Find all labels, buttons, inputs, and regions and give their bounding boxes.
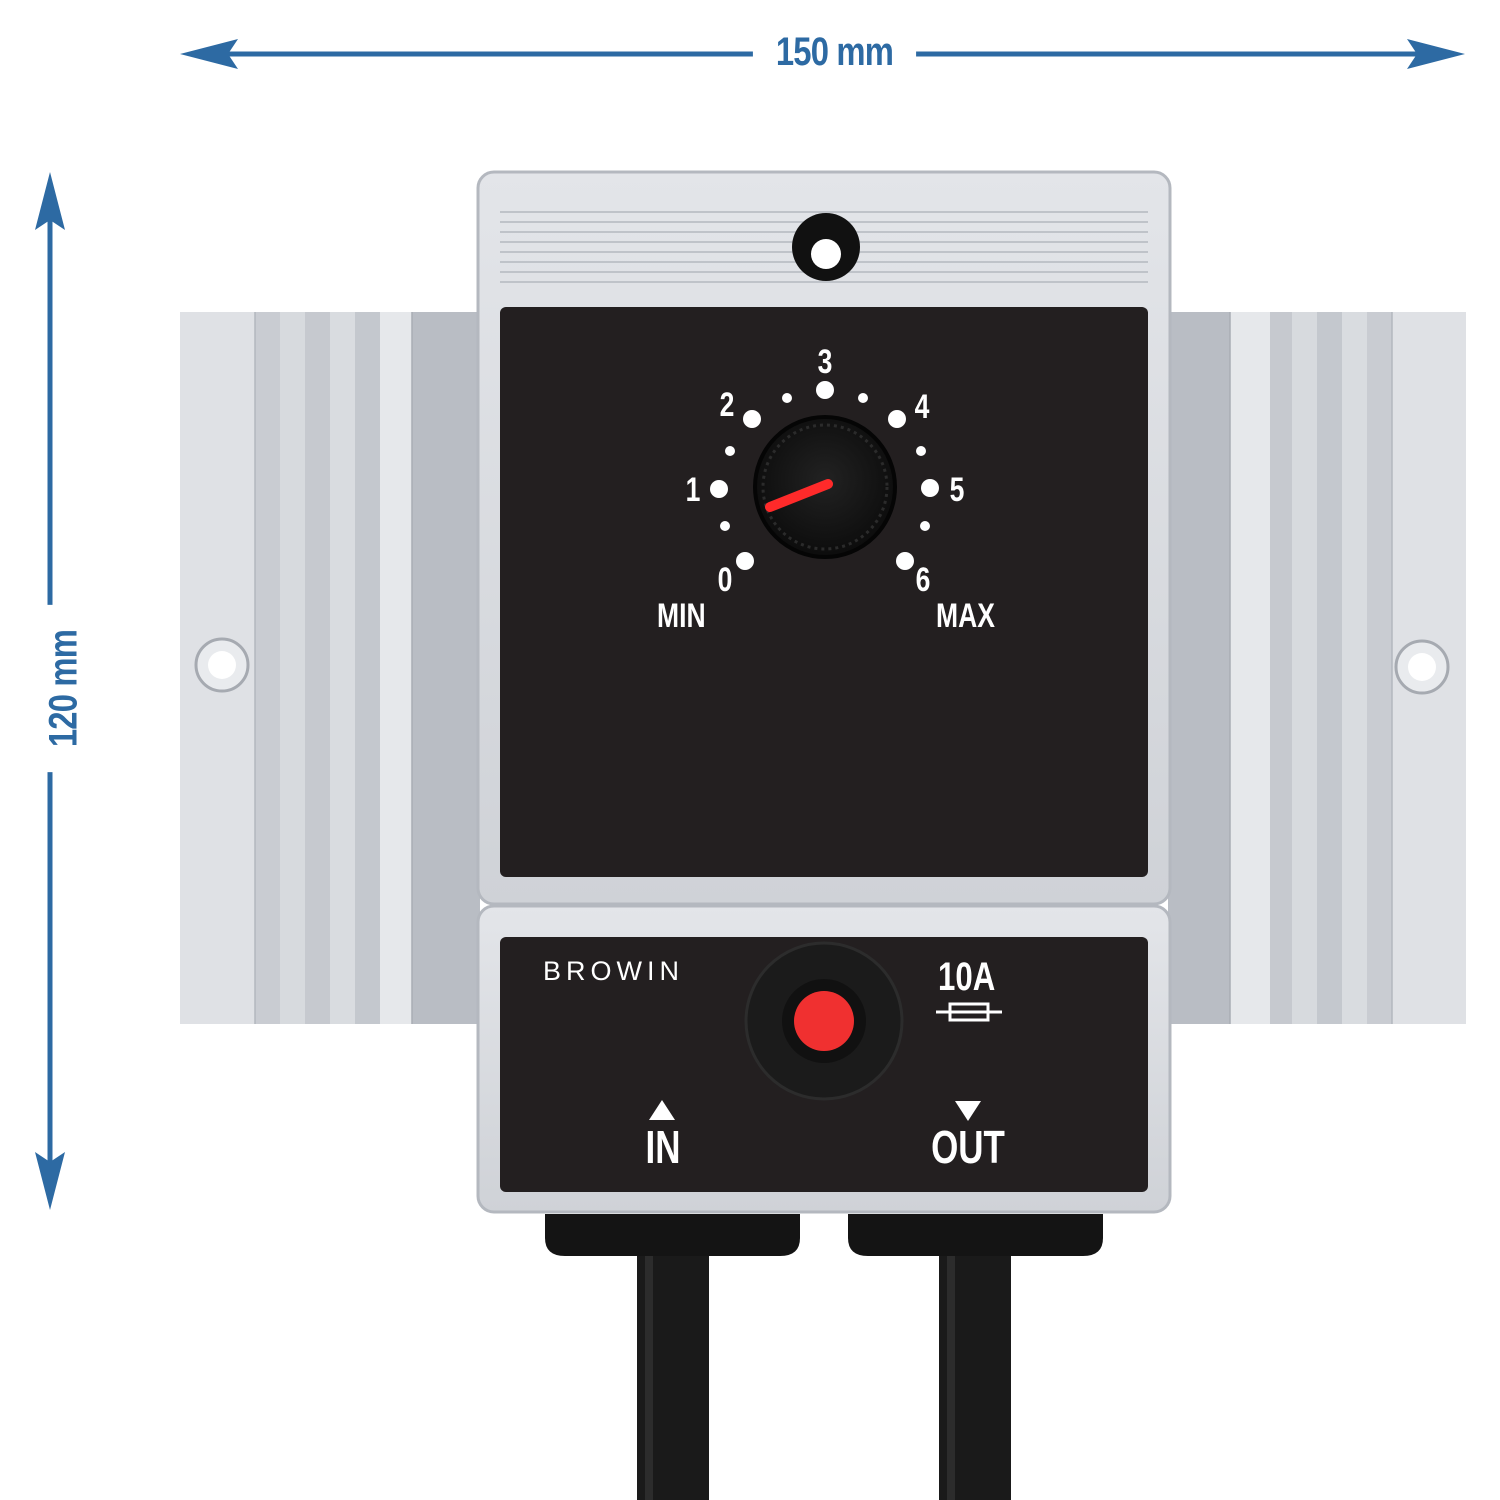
dial-number-0: 0 xyxy=(717,561,733,599)
input-label: IN xyxy=(645,1121,681,1173)
dial-number-4: 4 xyxy=(914,388,930,426)
knob-pointer xyxy=(765,479,833,512)
dial-number-3: 3 xyxy=(817,343,833,381)
right-heatsink xyxy=(1168,312,1466,1024)
brand-logo: BROWIN xyxy=(543,956,684,986)
dial-number-2: 2 xyxy=(719,386,735,424)
dial-panel xyxy=(500,307,1148,877)
output-cable xyxy=(848,1214,1103,1500)
reset-button[interactable] xyxy=(794,991,854,1051)
output-arrow-icon xyxy=(955,1101,981,1121)
dial-number-5: 5 xyxy=(949,471,965,509)
lower-housing xyxy=(476,904,1172,1214)
output-label: OUT xyxy=(931,1121,1005,1173)
fuse-icon xyxy=(936,1002,1002,1022)
dial-number-1: 1 xyxy=(685,471,701,509)
input-arrow-icon xyxy=(649,1100,675,1120)
fuse-rating-label: 10A xyxy=(938,955,996,999)
dial-number-6: 6 xyxy=(915,561,931,599)
dial-min-label: MIN xyxy=(657,597,706,635)
width-dimension-label: 150 mm xyxy=(752,30,917,75)
height-dimension-label: 120 mm xyxy=(41,604,87,773)
dial-max-label: MAX xyxy=(936,597,995,635)
input-cable xyxy=(545,1214,800,1500)
dial-scale xyxy=(710,381,939,570)
potentiometer-knob[interactable] xyxy=(753,415,897,559)
left-heatsink xyxy=(180,312,480,1024)
